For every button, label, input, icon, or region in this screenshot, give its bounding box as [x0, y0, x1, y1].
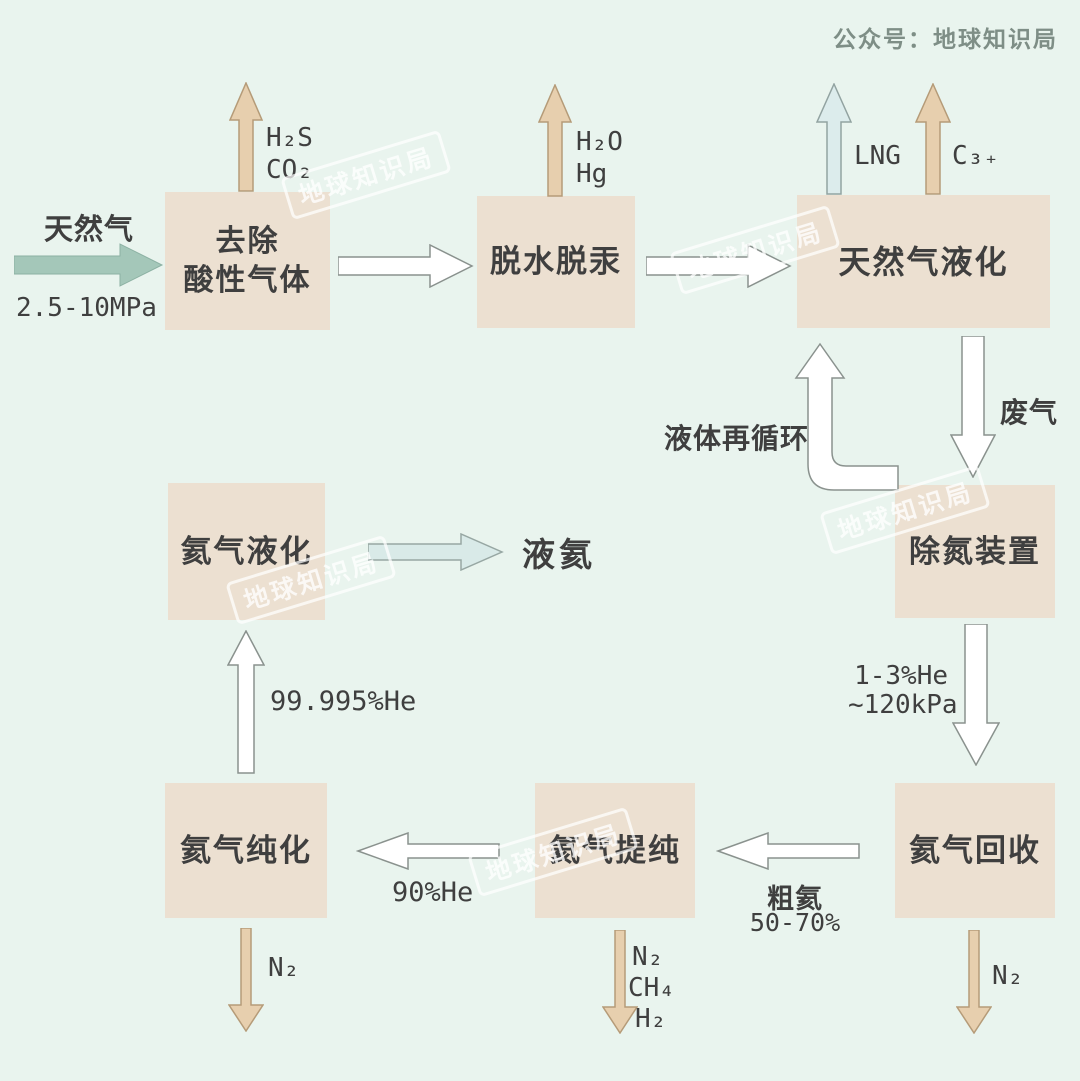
he-feed-arrow [952, 624, 1000, 766]
crude-helium-label: 粗氦 [767, 884, 823, 914]
box-natural-gas-liquefaction-label: 天然气液化 [838, 243, 1009, 280]
lng-product-arrow [816, 83, 852, 195]
he-90-label: 90%He [392, 877, 474, 908]
box-natural-gas-liquefaction: 天然气液化 [797, 195, 1050, 328]
refining-offgas-arrow [602, 930, 638, 1034]
box-remove-acid-gas-line2: 酸性气体 [183, 264, 312, 297]
box-nitrogen-removal-unit: 除氮装置 [895, 485, 1055, 618]
liquid-recycle-arrow [794, 342, 899, 491]
offgas-arrow-dehydrate [538, 84, 572, 197]
box-helium-refining: 氦气提纯 [535, 783, 695, 918]
liquid-helium-arrow [368, 533, 504, 571]
feed-label: 天然气 [43, 214, 134, 246]
box-helium-purification-label: 氦气纯化 [180, 832, 312, 868]
recovery-offgas-arrow [956, 930, 992, 1034]
offgas-arrow-acid [229, 82, 263, 192]
box-helium-recovery: 氦气回收 [895, 783, 1055, 918]
box-remove-acid-gas-line1: 去除 [215, 225, 280, 258]
he-feed-label-1: 1-3%He [854, 661, 948, 691]
liquid-recycle-label: 液体再循环 [664, 423, 810, 454]
refining-offgas-label-1: N₂ [632, 942, 664, 972]
recovery-offgas-label: N₂ [992, 961, 1024, 991]
box-dehydration-demercuration: 脱水脱汞 [477, 196, 635, 328]
dehydrate-offgas-label-1: H₂O [576, 127, 623, 157]
waste-gas-label: 废气 [1000, 397, 1059, 428]
box-helium-liquefaction-label: 氦气液化 [180, 533, 313, 569]
flow-arrow-purification-to-liquefaction [227, 630, 265, 774]
feed-pressure-label: 2.5-10MPa [16, 293, 157, 323]
box-remove-acid-gas: 去除 酸性气体 [165, 192, 330, 330]
crude-helium-percent-label: 50-70% [749, 908, 841, 937]
c3plus-arrow [915, 83, 951, 195]
lng-label: LNG [854, 141, 901, 171]
account-credit-text: 公众号：地球知识局 [833, 26, 1058, 52]
box-dehydration-label: 脱水脱汞 [490, 244, 622, 279]
acid-offgas-label-1: H₂S [266, 123, 313, 153]
flow-arrow-refining-to-purification [356, 832, 500, 870]
purification-offgas-label: N₂ [268, 953, 300, 983]
box-helium-purification: 氦气纯化 [165, 783, 327, 918]
box-helium-recovery-label: 氦气回收 [909, 832, 1041, 868]
flow-arrow-deacid-to-dehydrate [338, 244, 474, 288]
liquid-helium-label: 液氦 [522, 536, 596, 573]
box-nitrogen-removal-label: 除氮装置 [909, 533, 1041, 569]
box-helium-liquefaction: 氦气液化 [168, 483, 325, 620]
acid-offgas-label-2: CO₂ [266, 155, 313, 185]
purification-offgas-arrow [228, 928, 264, 1032]
flow-arrow-recovery-to-refining [716, 832, 860, 870]
feed-arrow [14, 243, 164, 287]
he-feed-label-2: ~120kPa [848, 690, 958, 720]
refining-offgas-label-3: H₂ [635, 1004, 667, 1034]
dehydrate-offgas-label-2: Hg [576, 159, 608, 189]
c3plus-label: C₃₊ [952, 141, 999, 171]
box-helium-refining-label: 氦气提纯 [549, 832, 681, 868]
he-99995-label: 99.995%He [270, 686, 417, 717]
refining-offgas-label-2: CH₄ [628, 973, 675, 1003]
flow-arrow-dehydrate-to-liquefaction [646, 244, 792, 288]
waste-gas-arrow [950, 336, 996, 478]
